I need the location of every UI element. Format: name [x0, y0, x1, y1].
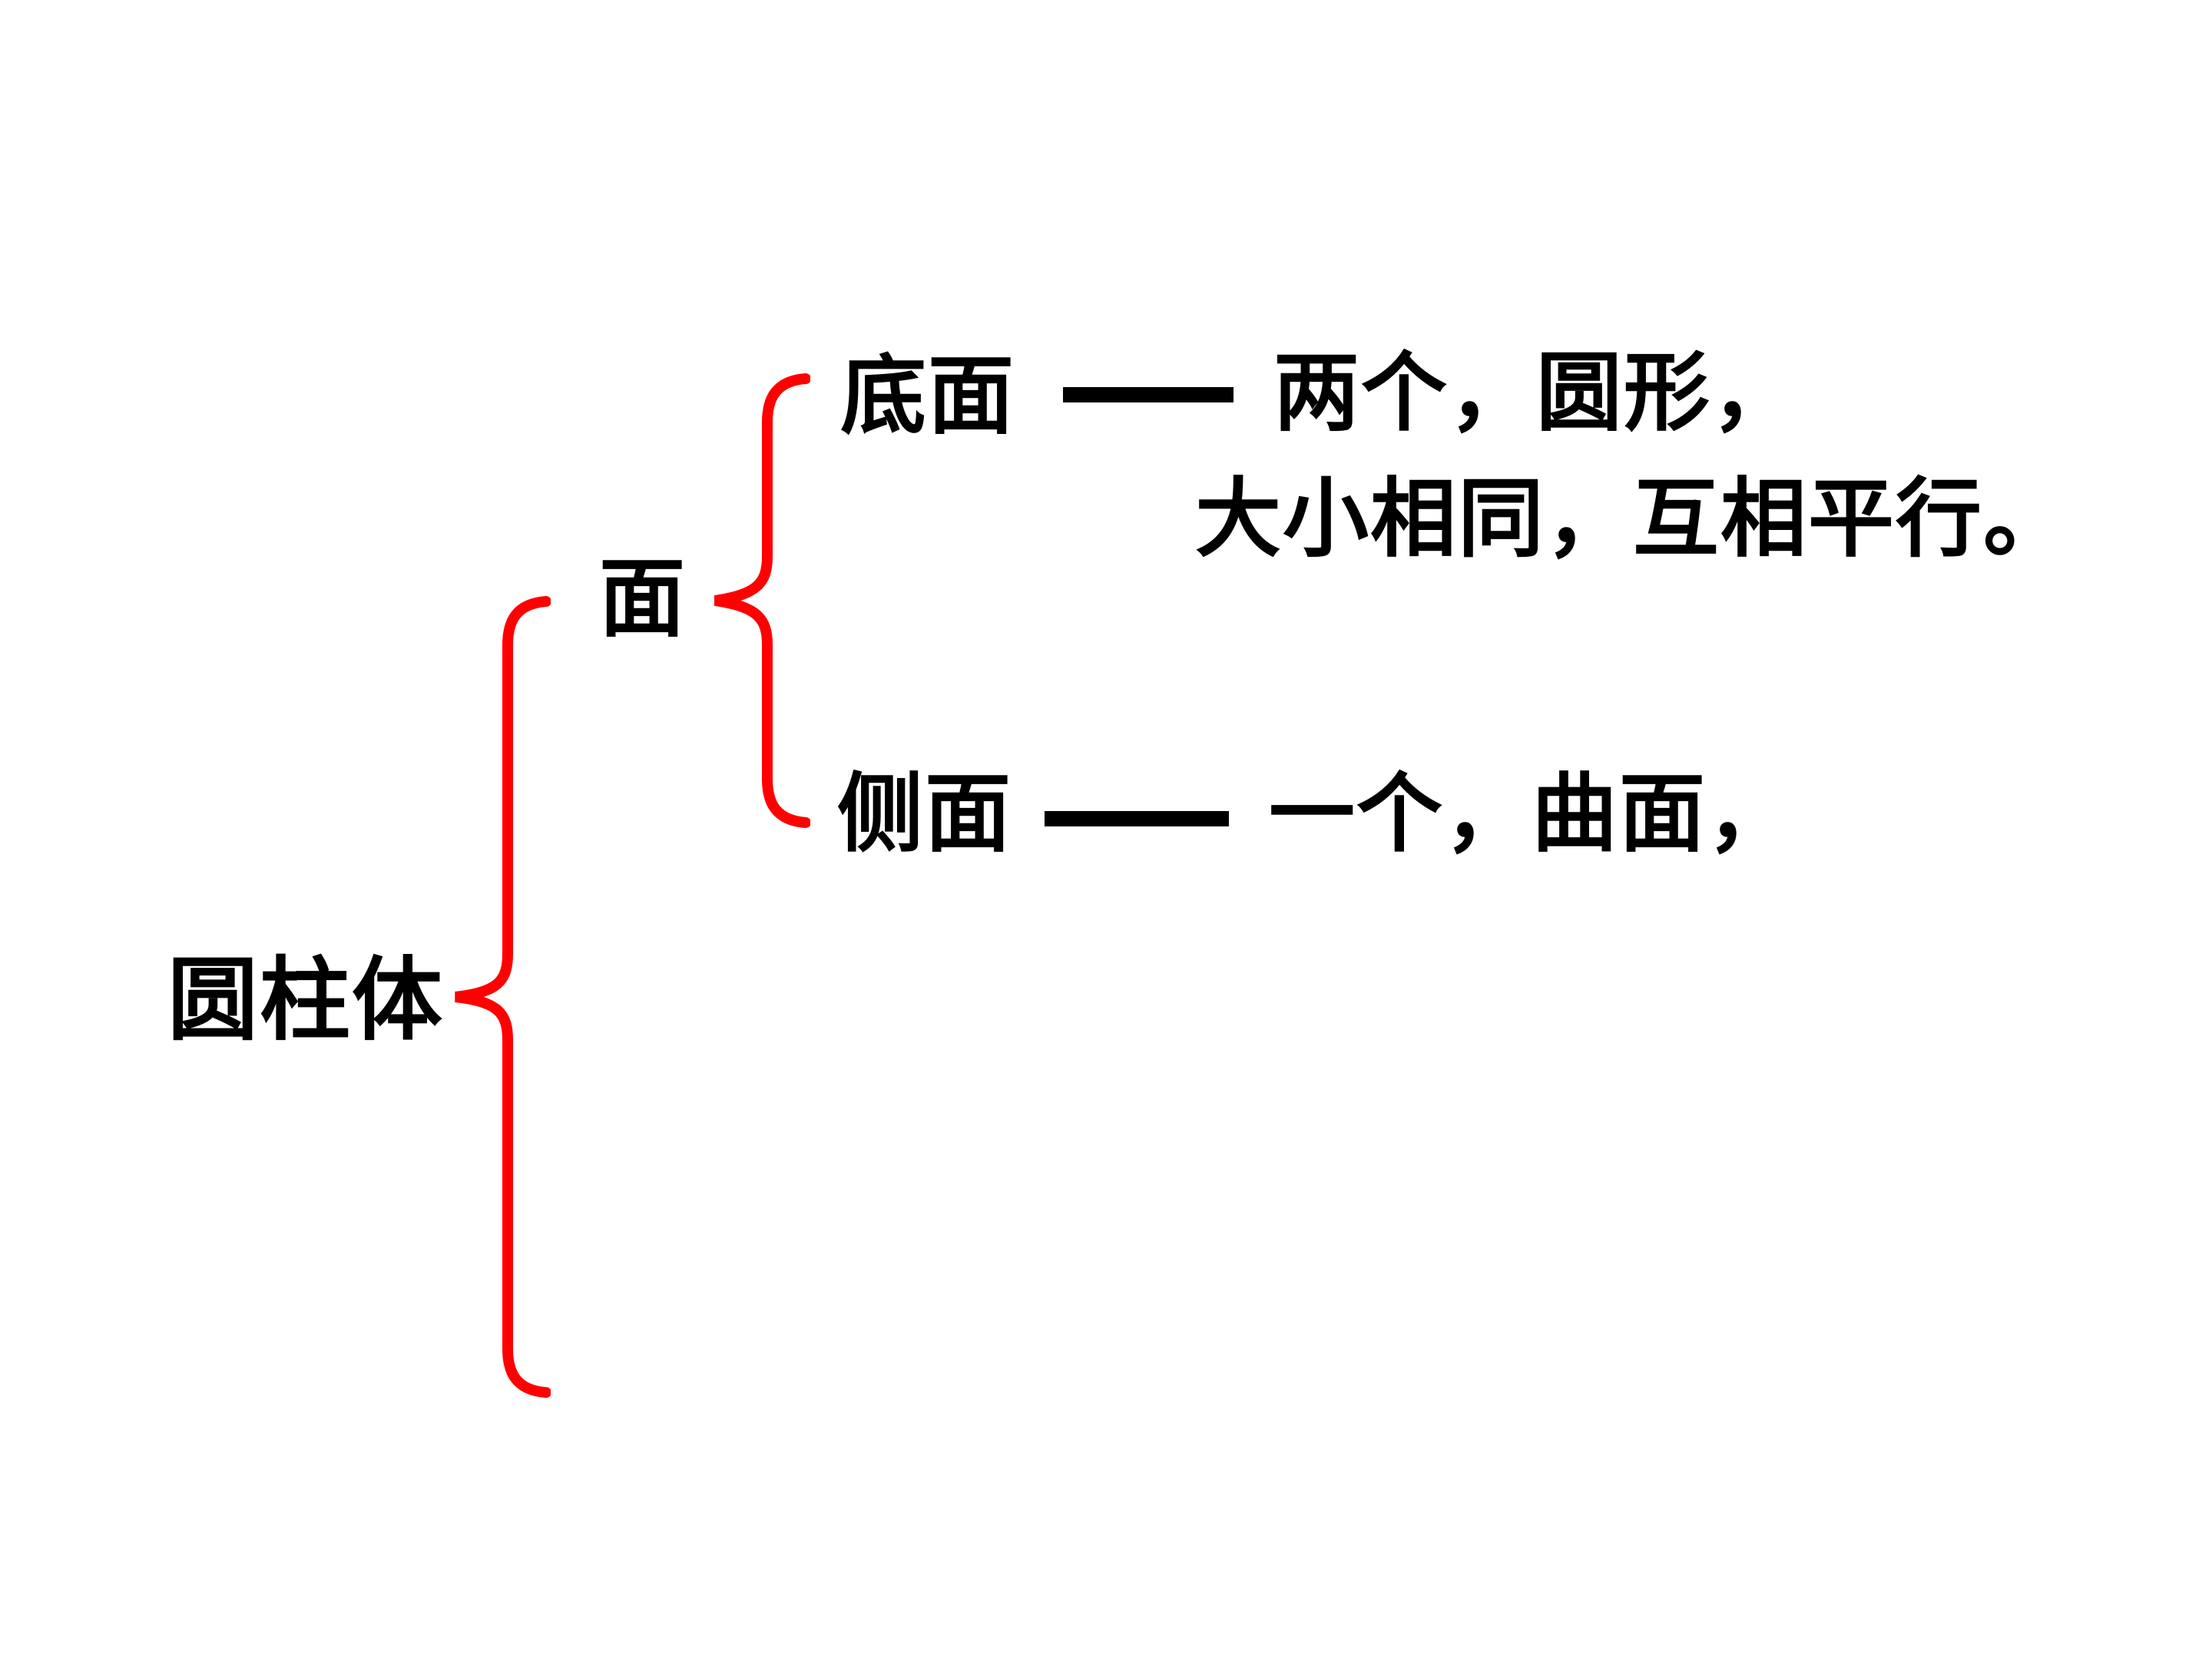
- root-label-cylinder: 圆柱体: [167, 946, 445, 1053]
- inner-curly-brace: [714, 373, 810, 828]
- side-face-description-line1: 一个，曲面，: [1269, 763, 1794, 864]
- side-face-connector-dash: ——: [1045, 811, 1229, 826]
- base-face-label: 底面: [840, 346, 1015, 446]
- outer-curly-brace: [455, 596, 551, 1398]
- base-face-description-line2: 大小相同，互相平行。: [1195, 469, 2071, 569]
- base-face-connector-dash: ——: [1063, 387, 1233, 402]
- base-face-description-line1: 两个，圆形，: [1273, 343, 1799, 443]
- faces-label: 面: [599, 548, 687, 649]
- side-face-label: 侧面: [837, 763, 1012, 864]
- base-face-connector-text: ——: [1063, 387, 1064, 388]
